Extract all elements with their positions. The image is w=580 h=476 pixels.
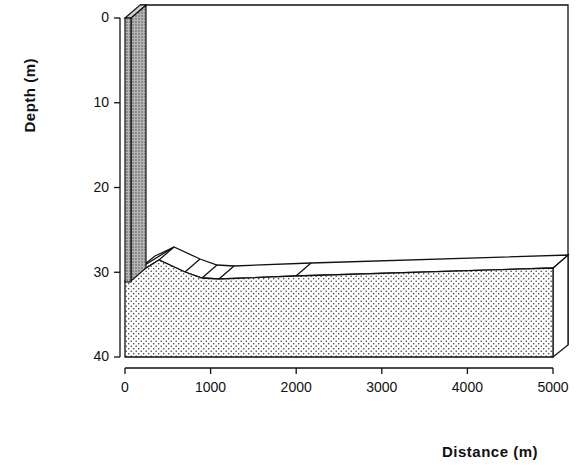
tick-label: 1000	[195, 380, 226, 395]
axis-title: Depth (m)	[22, 58, 39, 133]
wall-front	[125, 18, 131, 282]
tick-label: 2000	[281, 380, 312, 395]
axes	[114, 18, 553, 374]
wall-side	[131, 5, 146, 281]
tick-label: 40	[93, 349, 109, 364]
tick-label: 20	[93, 180, 109, 195]
wall-top	[125, 5, 146, 18]
tick-label: 10	[93, 95, 109, 110]
seabed-side	[553, 255, 568, 357]
tick-label: 4000	[452, 380, 483, 395]
tick-label: 0	[121, 380, 129, 395]
axis-title: Distance (m)	[442, 444, 538, 461]
tick-label: 5000	[537, 380, 568, 395]
tick-label: 3000	[366, 380, 397, 395]
seabed-section	[125, 260, 553, 357]
tick-label: 0	[101, 10, 109, 25]
tick-label: 30	[93, 265, 109, 280]
